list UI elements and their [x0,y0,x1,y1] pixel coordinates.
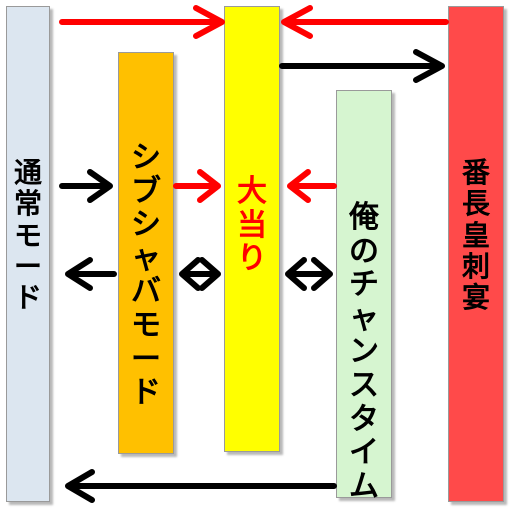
normal-mode-column: 通常モード [6,6,50,502]
chance-time-label: 俺のチャンスタイム [349,200,379,504]
banchou-label: 番長皇刺宴 [461,156,490,315]
big-hit-label: 大当り [237,174,267,277]
chance-time-column: 俺のチャンスタイム [336,90,392,503]
arrow-normal-to-bighit [59,5,225,39]
arrow-banchou-to-bighit [281,5,449,39]
arrow-normal-to-shibushaba [59,169,113,203]
banchou-column: 番長皇刺宴 [448,6,504,502]
arrow-bighit-to-banchou [279,49,445,83]
arrow-shibushaba-to-bighit [173,169,221,203]
normal-mode-label: 通常モード [13,156,42,315]
big-hit-column: 大当り [224,6,280,452]
shibushaba-mode-column: シブシャバモード [118,52,174,454]
arrow-shibushaba-to-normal [65,257,117,291]
arrow-chance-to-bighit [287,169,337,203]
arrow-chance-to-normal [65,469,337,503]
arrow-bighit-chance-bidirectional [285,257,333,291]
shibushaba-mode-label: シブシャバモード [131,140,161,411]
arrow-shibushaba-bighit-bidirectional [179,257,221,291]
